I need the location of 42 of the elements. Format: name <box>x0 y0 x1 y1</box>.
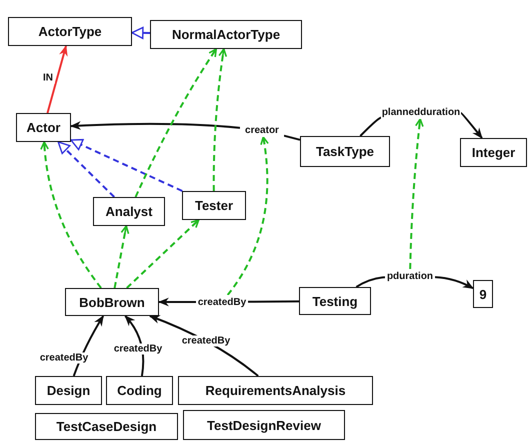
class-box: 9 <box>473 280 493 308</box>
dashed-arrow <box>70 138 183 192</box>
dashed-arrow <box>226 136 269 296</box>
connector-line <box>248 300 299 303</box>
dashed-arrow <box>126 219 200 289</box>
class-box: Design <box>35 376 102 405</box>
class-box: TaskType <box>300 136 390 167</box>
arrow <box>434 276 474 290</box>
arrow <box>131 26 150 40</box>
connector-line <box>356 276 386 288</box>
class-box: TestCaseDesign <box>35 413 178 440</box>
arrow <box>460 112 483 139</box>
property-label: plannedduration <box>381 105 461 119</box>
class-box: BobBrown <box>65 288 159 316</box>
class-box: Actor <box>16 113 71 142</box>
class-box: TestDesignReview <box>183 410 345 440</box>
class-box: Integer <box>460 138 527 167</box>
property-label: pduration <box>385 269 435 283</box>
class-box: RequirementsAnalysis <box>178 376 373 405</box>
arrow <box>70 121 240 130</box>
arrow <box>124 315 144 376</box>
class-box: Testing <box>299 287 371 315</box>
edge-label: IN <box>41 72 55 84</box>
class-box: Coding <box>106 376 173 405</box>
dashed-arrow <box>114 225 130 288</box>
dashed-arrow <box>58 141 115 198</box>
class-box: Tester <box>182 191 246 220</box>
dashed-arrow <box>40 141 102 289</box>
dashed-arrow <box>134 48 218 198</box>
class-box: Analyst <box>93 197 165 226</box>
arrow <box>46 44 68 114</box>
edge-label: createdBy <box>180 336 232 346</box>
connector-line <box>284 134 300 141</box>
edge-label: createdBy <box>112 344 164 354</box>
class-box: NormalActorType <box>150 20 302 49</box>
edge-label: createdBy <box>38 352 90 364</box>
connector-line <box>360 116 382 137</box>
class-box: ActorType <box>8 17 132 46</box>
arrow <box>158 298 196 306</box>
dashed-arrow <box>409 118 424 270</box>
property-label: createdBy <box>196 295 248 309</box>
dashed-arrow <box>212 48 228 191</box>
